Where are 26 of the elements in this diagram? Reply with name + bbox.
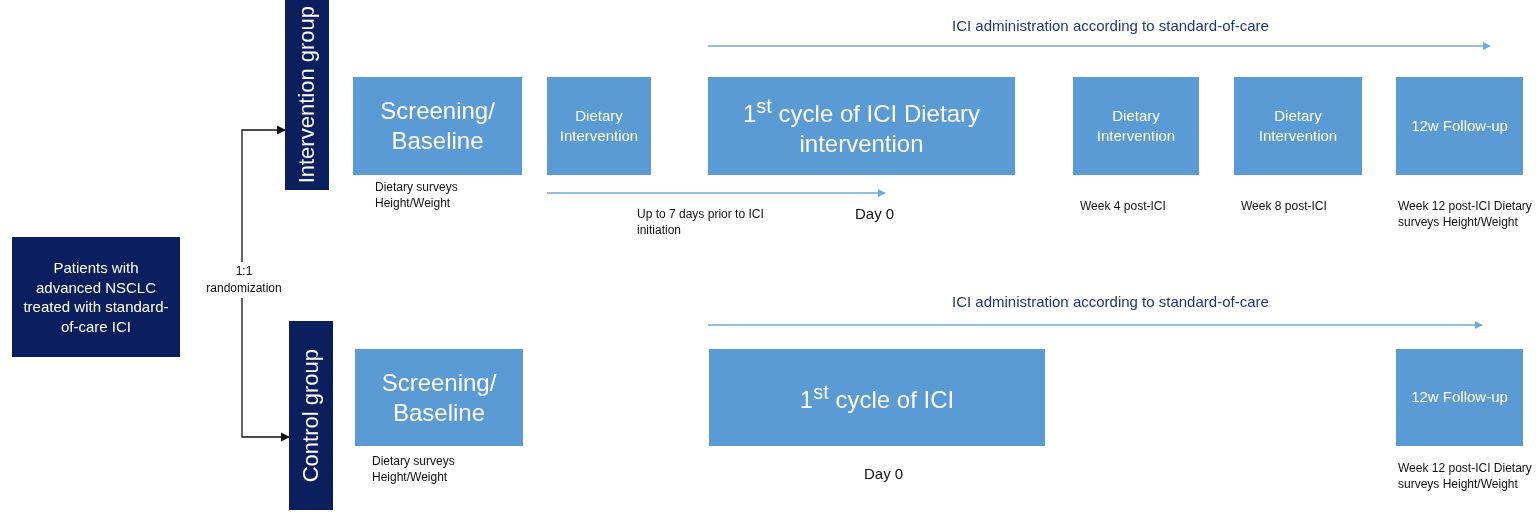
timeline-label: ICI administration according to standard-of-care [952, 16, 1269, 36]
process-box: Dietary Intervention [547, 77, 651, 175]
timeline-label: ICI administration according to standard-of-care [952, 292, 1269, 312]
process-box: 12w Follow-up [1396, 349, 1523, 446]
node-note: Dietary surveys Height/Weight [375, 179, 459, 212]
process-box: Dietary Intervention [1234, 77, 1362, 175]
node-note: Week 12 post-ICI Dietary surveys Height/Weight [1398, 198, 1532, 231]
node-note: Week 8 post-ICI [1241, 198, 1328, 215]
node-note: Day 0 [855, 204, 896, 224]
branch-label: 1:1 randomization [198, 262, 290, 298]
node-note: Week 4 post-ICI [1080, 198, 1167, 215]
group-band: Intervention group [285, 0, 329, 190]
process-box: 12w Follow-up [1396, 77, 1523, 175]
process-box: Screening/ Baseline [353, 77, 522, 175]
process-box: Screening/ Baseline [355, 349, 523, 446]
node-note: Week 12 post-ICI Dietary surveys Height/Weight [1398, 460, 1532, 493]
timeline-label: Up to 7 days prior to ICI initiation [637, 206, 765, 239]
process-box: 1$^{st}$ cycle of ICI Dietary intervention [708, 77, 1015, 175]
node-note: Day 0 [864, 464, 905, 484]
process-box: Patients with advanced NSCLC treated with standard-of-care ICI [12, 237, 180, 357]
process-box: 1$^{st}$ cycle of ICI [709, 349, 1045, 446]
arrow [241, 125, 286, 263]
group-band: Control group [289, 321, 333, 510]
process-box: Dietary Intervention [1073, 77, 1199, 175]
arrow [241, 297, 290, 442]
node-note: Dietary surveys Height/Weight [372, 453, 456, 486]
